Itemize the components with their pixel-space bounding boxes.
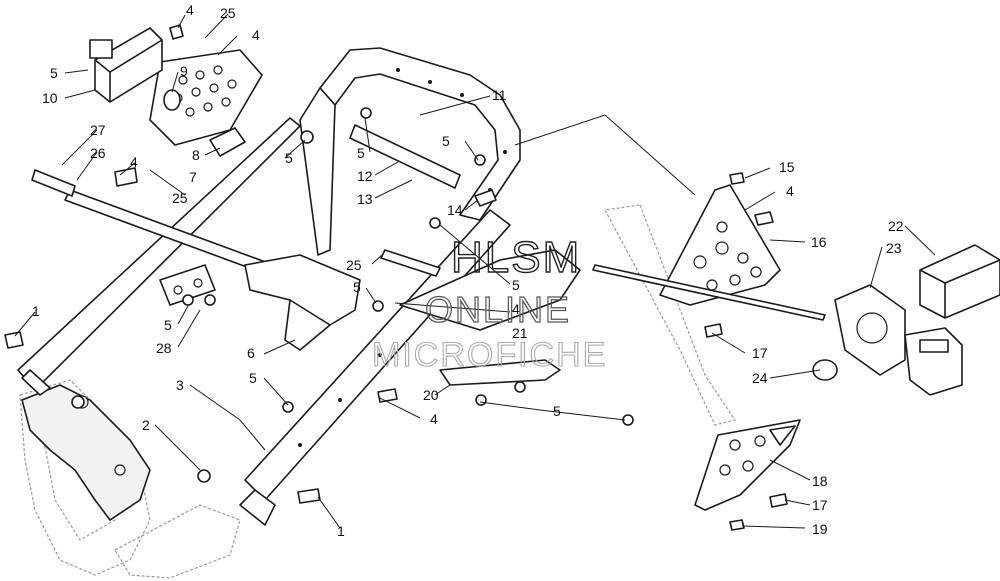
callout-4: 4 (252, 27, 260, 43)
callout-9: 9 (180, 63, 188, 79)
callout-14: 14 (447, 202, 463, 218)
callout-3: 3 (176, 377, 184, 393)
callout-17: 17 (752, 345, 768, 361)
strap-12 (349, 124, 461, 189)
long-bolt-17 (592, 264, 826, 321)
nuts (71, 107, 634, 483)
watermark-line-1: HLSM (451, 233, 581, 282)
leader-lines (14, 13, 936, 529)
callout-2: 2 (142, 417, 150, 433)
callout-26: 26 (90, 145, 106, 161)
callout-1: 1 (32, 303, 40, 319)
gusset-6 (244, 254, 361, 351)
callout-15: 15 (779, 159, 795, 175)
side-plate-18 (694, 419, 801, 511)
clip-14 (474, 189, 497, 207)
brace-20 (439, 359, 561, 386)
callout-5: 5 (512, 277, 520, 293)
bolts (4, 24, 788, 531)
callout-5: 5 (357, 145, 365, 161)
callout-19: 19 (812, 521, 828, 537)
module-22 (919, 244, 1000, 319)
callout-16: 16 (811, 234, 827, 250)
callout-labels: 4 25 4 5 10 9 27 26 4 8 7 25 5 11 5 5 12… (32, 2, 904, 539)
watermark: HLSM ONLINE MICROFICHE (371, 232, 607, 374)
callout-21: 21 (512, 325, 528, 341)
steering-mount-plate (149, 49, 263, 146)
callout-5: 5 (553, 403, 561, 419)
callout-4: 4 (786, 183, 794, 199)
callout-10: 10 (42, 90, 58, 106)
callout-4: 4 (512, 301, 520, 317)
link-25 (380, 249, 441, 277)
callout-20: 20 (423, 387, 439, 403)
callout-25: 25 (346, 257, 362, 273)
lower-frame-bracket (21, 384, 151, 522)
callout-22: 22 (888, 218, 904, 234)
mount-bracket-23 (834, 284, 906, 376)
side-plate-16 (659, 184, 781, 306)
bushing-9 (163, 89, 181, 111)
callout-17: 17 (812, 497, 828, 513)
brace-21 (399, 249, 581, 331)
callout-5: 5 (285, 150, 293, 166)
callout-5: 5 (353, 279, 361, 295)
callout-27: 27 (90, 122, 106, 138)
main-lower-rail (239, 209, 511, 526)
callout-8: 8 (192, 147, 200, 163)
callout-23: 23 (886, 240, 902, 256)
callout-24: 24 (752, 370, 768, 386)
callout-12: 12 (357, 168, 373, 184)
callout-7: 7 (189, 169, 197, 185)
switch-housing (904, 327, 963, 396)
watermark-line-3: MICROFICHE (372, 336, 607, 374)
callout-4: 4 (130, 154, 138, 170)
plate-holes (173, 65, 237, 117)
callout-25: 25 (172, 190, 188, 206)
callout-5: 5 (442, 133, 450, 149)
callout-1: 1 (337, 523, 345, 539)
callout-5: 5 (164, 317, 172, 333)
roll-hoop-11 (299, 47, 521, 256)
bracket-28 (159, 264, 216, 306)
retaining-ring-24 (812, 359, 838, 381)
callout-6: 6 (247, 345, 255, 361)
callout-4: 4 (186, 2, 194, 18)
electronic-module-10 (89, 27, 163, 103)
callout-18: 18 (812, 473, 828, 489)
callout-4: 4 (430, 411, 438, 427)
callout-28: 28 (156, 340, 172, 356)
callout-5: 5 (249, 370, 257, 386)
callout-5: 5 (50, 65, 58, 81)
callout-11: 11 (492, 87, 507, 103)
callout-25: 25 (220, 5, 236, 21)
callout-13: 13 (357, 191, 373, 207)
watermark-line-2: ONLINE (425, 289, 571, 330)
